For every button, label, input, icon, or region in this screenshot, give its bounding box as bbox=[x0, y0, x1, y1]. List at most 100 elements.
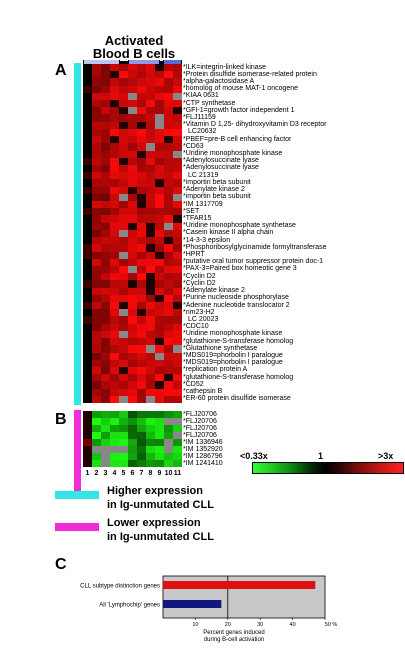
heatmap-a-cell bbox=[173, 186, 183, 195]
heatmap-a-cell bbox=[173, 222, 183, 231]
heatmap-a-cell bbox=[92, 186, 102, 195]
heatmap-a-cell bbox=[92, 374, 102, 382]
heatmap-a-cell bbox=[110, 64, 120, 72]
heatmap-a-cell bbox=[137, 280, 147, 288]
heatmap-a-cell bbox=[128, 265, 138, 274]
heatmap-a-cell bbox=[83, 294, 93, 303]
heatmap-a-cell bbox=[83, 222, 93, 231]
lower-expression-bar bbox=[74, 410, 81, 493]
heatmap-a-cell bbox=[146, 201, 156, 209]
heatmap-a-cell bbox=[164, 172, 174, 180]
heatmap-a-cell bbox=[110, 280, 120, 288]
heatmap-a-cell bbox=[119, 157, 129, 166]
heatmap-a-cell bbox=[164, 215, 174, 224]
heatmap-a-cell bbox=[128, 345, 138, 353]
heatmap-a-cell bbox=[92, 222, 102, 231]
heatmap-a-cell bbox=[101, 330, 111, 339]
heatmap-a-cell bbox=[119, 359, 129, 368]
heatmap-a-cell bbox=[83, 208, 93, 216]
heatmap-a-cell bbox=[164, 280, 174, 288]
heatmap-a-cell bbox=[164, 273, 174, 281]
heatmap-a-cell bbox=[110, 345, 120, 353]
gene-label-a: *MDS019=phorbolin I paralogue bbox=[183, 352, 283, 359]
heatmap-b-cell bbox=[119, 411, 129, 419]
heatmap-a-cell bbox=[92, 345, 102, 353]
gene-label-a: *GFI-1=growth factor independent 1 bbox=[183, 106, 295, 114]
heatmap-a-cell bbox=[137, 229, 147, 238]
heatmap-a-cell bbox=[146, 229, 156, 238]
heatmap-b-cell bbox=[119, 439, 129, 447]
heatmap-a-cell bbox=[119, 78, 129, 87]
heatmap-a-cell bbox=[128, 294, 138, 303]
heatmap-a-cell bbox=[110, 287, 120, 296]
column-number: 10 bbox=[164, 470, 173, 477]
heatmap-a-cell bbox=[146, 388, 156, 397]
heatmap-a-cell bbox=[83, 164, 93, 173]
heatmap-a-cell bbox=[173, 287, 183, 296]
heatmap-a-cell bbox=[119, 92, 129, 101]
heatmap-a-cell bbox=[83, 316, 93, 325]
heatmap-b-cell bbox=[101, 418, 111, 426]
heatmap-a-cell bbox=[110, 273, 120, 281]
heatmap-a-cell bbox=[110, 121, 120, 130]
heatmap-a-cell bbox=[119, 330, 129, 339]
gene-list-a: *ILK=integrin-linked kinase*Protein disu… bbox=[183, 64, 405, 406]
heatmap-b-cell bbox=[110, 418, 120, 426]
heatmap-b-cell bbox=[137, 446, 147, 454]
column-number: 3 bbox=[103, 470, 108, 477]
heatmap-a-cell bbox=[83, 136, 93, 144]
heatmap-a-cell bbox=[128, 229, 138, 238]
gene-label-a: *nm23-H2 bbox=[183, 308, 215, 316]
heatmap-a-cell bbox=[101, 287, 111, 296]
heatmap-a-cell bbox=[146, 114, 156, 123]
heatmap-a-cell bbox=[83, 302, 93, 310]
heatmap-a-cell bbox=[146, 107, 156, 115]
heatmap-a-cell bbox=[128, 164, 138, 173]
legend-lower-line1: Lower expression bbox=[107, 517, 201, 529]
heatmap-a-cell bbox=[128, 64, 138, 72]
heatmap-a-cell bbox=[155, 316, 165, 325]
heatmap-a-cell bbox=[137, 193, 147, 202]
heatmap-a-cell bbox=[155, 294, 165, 303]
column-number: 6 bbox=[130, 470, 135, 477]
heatmap-a-cell bbox=[92, 265, 102, 274]
heatmap-a-cell bbox=[173, 273, 183, 281]
heatmap-a-cell bbox=[155, 107, 165, 115]
heatmap-b-cell bbox=[155, 418, 165, 426]
heatmap-a-cell bbox=[92, 85, 102, 94]
chart-tick-label: 40 bbox=[290, 622, 296, 628]
heatmap-a-cell bbox=[92, 71, 102, 79]
heatmap-a-cell bbox=[119, 237, 129, 245]
heatmap-a-cell bbox=[92, 164, 102, 173]
heatmap-a-cell bbox=[146, 64, 156, 72]
heatmap-a-cell bbox=[164, 374, 174, 382]
heatmap-a-cell bbox=[101, 222, 111, 231]
legend-lower-line2: in Ig-unmutated CLL bbox=[107, 531, 214, 543]
heatmap-a-cell bbox=[137, 186, 147, 195]
heatmap-a-cell bbox=[155, 208, 165, 216]
heatmap-a-cell bbox=[146, 186, 156, 195]
heatmap-a-cell bbox=[110, 374, 120, 382]
heatmap-a-cell bbox=[155, 92, 165, 101]
heatmap-a-cell bbox=[83, 352, 93, 361]
heatmap-a-cell bbox=[137, 366, 147, 375]
heatmap-a-cell bbox=[110, 338, 120, 346]
gene-label-a: *Adenylosuccinate lyase bbox=[183, 157, 259, 165]
heatmap-a-cell bbox=[155, 136, 165, 144]
panel-b-label: B bbox=[55, 411, 67, 428]
heatmap-a-cell bbox=[173, 100, 183, 108]
heatmap-a-cell bbox=[137, 330, 147, 339]
heatmap-a-cell bbox=[146, 374, 156, 382]
heatmap-a-cell bbox=[155, 244, 165, 252]
heatmap-a-cell bbox=[83, 359, 93, 368]
heatmap-a-cell bbox=[146, 222, 156, 231]
heatmap-a-cell bbox=[146, 366, 156, 375]
heatmap-a-cell bbox=[83, 150, 93, 159]
heatmap-a-cell bbox=[173, 193, 183, 202]
gene-label-a: *Glutathione synthetase bbox=[183, 344, 258, 352]
heatmap-a-cell bbox=[128, 186, 138, 195]
gene-label-a: *CDC10 bbox=[183, 323, 209, 331]
heatmap-a-cell bbox=[83, 374, 93, 382]
heatmap-b-cell bbox=[101, 432, 111, 440]
chart-category-label: CLL subtype distinction genes bbox=[80, 584, 160, 590]
